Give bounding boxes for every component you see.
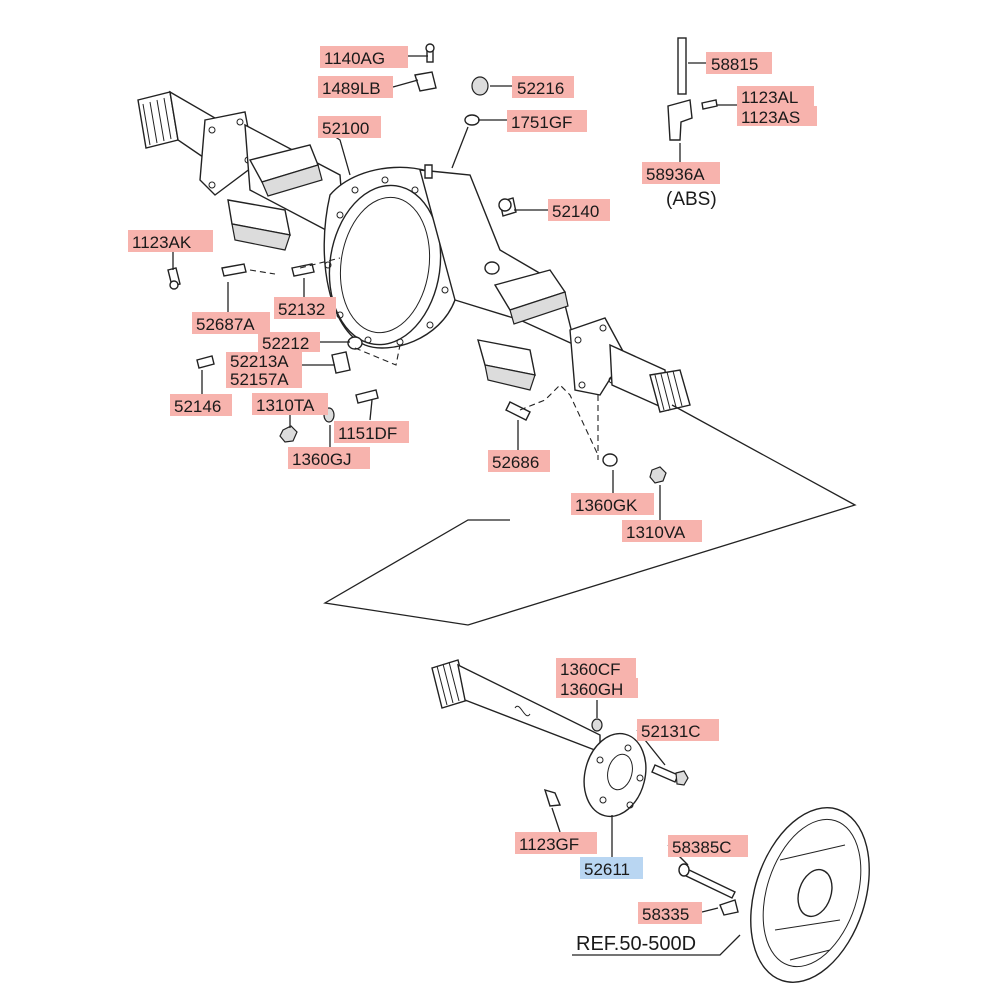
part-label-52687A: 52687A <box>192 312 270 334</box>
label-box <box>512 76 574 98</box>
abs-sensor-drawing <box>667 37 718 141</box>
part-number-1310TA: 1310TA <box>256 396 315 415</box>
part-number-52687A: 52687A <box>196 315 255 334</box>
label-box <box>737 106 817 126</box>
label-box <box>334 421 409 443</box>
label-box <box>252 393 328 415</box>
part-number-52131C: 52131C <box>641 722 701 741</box>
label-box <box>622 520 702 542</box>
part-label-52100: 52100 <box>318 116 381 138</box>
label-box <box>556 658 636 678</box>
part-number-52213A: 52213A <box>230 352 289 371</box>
part-label-58385C: 58385C <box>668 835 748 857</box>
part-label-52146: 52146 <box>170 394 232 416</box>
part-label-52686: 52686 <box>488 450 550 472</box>
leader-lines <box>172 55 741 956</box>
part-label-52131C: 52131C <box>637 719 719 741</box>
part-number-1360GH: 1360GH <box>560 680 623 699</box>
label-box <box>318 76 393 98</box>
exploded-view-frame <box>323 404 857 626</box>
part-number-52686: 52686 <box>492 453 539 472</box>
part-number-1489LB: 1489LB <box>322 79 381 98</box>
part-label-1123GF: 1123GF <box>515 832 597 854</box>
part-label-1751GF: 1751GF <box>507 110 587 132</box>
part-number-1123AS: 1123AS <box>741 108 800 127</box>
part-number-1360CF: 1360CF <box>560 660 620 679</box>
label-box <box>507 110 587 132</box>
label-box <box>571 493 654 515</box>
label-box <box>638 902 702 924</box>
label-box <box>515 832 597 854</box>
label-box <box>170 394 232 416</box>
part-label-1360GK: 1360GK <box>571 493 654 515</box>
label-box <box>320 46 408 68</box>
part-number-1310VA: 1310VA <box>626 523 686 542</box>
reference-note: REF.50-500D <box>576 933 696 955</box>
part-label-52132: 52132 <box>274 297 336 319</box>
part-number-1151DF: 1151DF <box>338 424 397 443</box>
part-label-1360GJ: 1360GJ <box>288 447 370 469</box>
label-box <box>637 719 719 741</box>
part-label-1123AS: 1123AS <box>737 106 817 127</box>
part-number-52132: 52132 <box>278 300 325 319</box>
part-label-58335: 58335 <box>638 902 702 924</box>
part-label-52140: 52140 <box>548 199 610 221</box>
part-label-1310TA: 1310TA <box>252 393 328 415</box>
part-label-1360GH: 1360GH <box>556 678 638 699</box>
label-box <box>288 447 370 469</box>
label-box <box>706 52 772 74</box>
label-box <box>274 297 336 319</box>
part-number-58815: 58815 <box>711 55 758 74</box>
label-box <box>668 835 748 857</box>
part-number-1751GF: 1751GF <box>511 113 572 132</box>
part-number-58385C: 58385C <box>672 838 732 857</box>
part-number-58335: 58335 <box>642 905 689 924</box>
part-label-58936A: 58936A <box>642 162 720 184</box>
part-number-1140AG: 1140AG <box>324 49 385 68</box>
part-number-1360GJ: 1360GJ <box>292 450 352 469</box>
part-number-52146: 52146 <box>174 397 221 416</box>
part-label-1360CF: 1360CF <box>556 658 636 679</box>
part-label-58815: 58815 <box>706 52 772 74</box>
part-number-52611: 52611 <box>584 860 630 879</box>
label-box <box>192 312 270 334</box>
part-number-1360GK: 1360GK <box>575 496 638 515</box>
label-box <box>488 450 550 472</box>
part-label-52216: 52216 <box>512 76 574 98</box>
part-label-52611: 52611 <box>580 857 643 879</box>
label-box <box>548 199 610 221</box>
axle-shaft-drawing <box>431 659 870 983</box>
part-number-52212: 52212 <box>262 334 309 353</box>
label-box <box>737 86 814 106</box>
label-box <box>642 162 720 184</box>
part-label-52157A: 52157A <box>226 370 302 389</box>
part-number-52100: 52100 <box>322 119 369 138</box>
label-box <box>318 116 381 138</box>
part-number-58936A: 58936A <box>646 165 705 184</box>
abs-note: (ABS) <box>666 189 717 210</box>
label-box-highlighted <box>580 857 643 879</box>
part-label-1140AG: 1140AG <box>320 46 408 68</box>
part-label-52213A: 52213A <box>226 352 302 371</box>
part-number-1123AL: 1123AL <box>741 88 798 107</box>
part-label-1123AK: 1123AK <box>128 230 213 252</box>
label-box <box>258 332 320 352</box>
part-number-1123GF: 1123GF <box>519 835 579 854</box>
label-box <box>556 678 638 698</box>
label-box <box>128 230 213 252</box>
part-label-1310VA: 1310VA <box>622 520 702 542</box>
label-box <box>226 352 302 370</box>
part-label-1151DF: 1151DF <box>334 421 409 443</box>
part-label-1489LB: 1489LB <box>318 76 393 98</box>
part-label-52212: 52212 <box>258 332 320 353</box>
label-box <box>226 370 302 388</box>
part-number-1123AK: 1123AK <box>132 233 192 252</box>
part-number-52140: 52140 <box>552 202 599 221</box>
part-number-52157A: 52157A <box>230 370 289 389</box>
part-label-1123AL: 1123AL <box>737 86 814 107</box>
axle-housing-drawing <box>137 43 691 484</box>
part-number-52216: 52216 <box>517 79 564 98</box>
